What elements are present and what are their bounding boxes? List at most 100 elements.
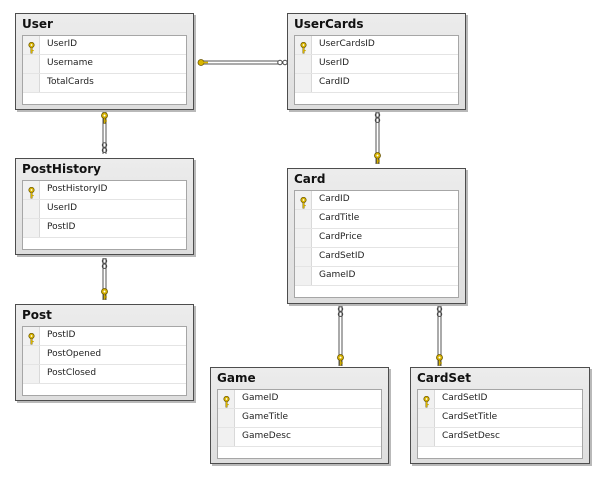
table-title: User	[22, 17, 53, 31]
key-icon	[28, 184, 35, 199]
column-row[interactable]: CardTitle	[295, 210, 458, 229]
column-row[interactable]: UserID	[295, 55, 458, 74]
row-selector	[295, 74, 312, 92]
column-row[interactable]: CardSetDesc	[418, 428, 582, 447]
column-row[interactable]: GameDesc	[218, 428, 381, 447]
column-row[interactable]: Username	[23, 55, 186, 74]
row-selector	[418, 409, 435, 427]
row-selector	[23, 55, 40, 73]
column-name: CardID	[319, 194, 350, 204]
empty-row	[295, 93, 458, 104]
column-name: PostID	[47, 330, 76, 340]
column-name: CardSetID	[442, 393, 488, 403]
row-selector	[23, 346, 40, 364]
empty-row	[418, 447, 582, 458]
column-row[interactable]: CardSetID	[295, 248, 458, 267]
column-name: UserID	[47, 39, 78, 49]
column-list: UserCardsID UserID CardID	[294, 35, 459, 105]
key-connector-icon	[436, 354, 443, 366]
table-title: Card	[294, 172, 326, 186]
row-selector	[418, 428, 435, 446]
relationship-user-posthistory[interactable]	[101, 112, 108, 154]
relationship-cardset-card[interactable]	[436, 306, 443, 366]
column-name: CardSetID	[319, 251, 365, 261]
relationship-post-posthistory[interactable]	[101, 258, 108, 300]
key-connector-icon	[101, 112, 108, 124]
column-row[interactable]: PostClosed	[23, 365, 186, 384]
column-row[interactable]: CardID	[295, 191, 458, 210]
row-selector	[23, 74, 40, 92]
table-posthistory[interactable]: PostHistory PostHistoryID UserID PostID	[15, 158, 194, 255]
infinity-connector-icon	[277, 59, 288, 66]
column-row[interactable]: CardSetID	[418, 390, 582, 409]
column-name: CardTitle	[319, 213, 360, 223]
column-name: Username	[47, 58, 93, 68]
column-row[interactable]: PostID	[23, 219, 186, 238]
column-name: CardID	[319, 77, 350, 87]
column-row[interactable]: PostHistoryID	[23, 181, 186, 200]
row-selector	[218, 409, 235, 427]
column-row[interactable]: TotalCards	[23, 74, 186, 93]
column-row[interactable]: UserCardsID	[295, 36, 458, 55]
column-row[interactable]: CardID	[295, 74, 458, 93]
column-name: UserID	[319, 58, 350, 68]
key-icon	[28, 330, 35, 345]
empty-row	[295, 286, 458, 297]
relationship-user-usercards[interactable]	[197, 59, 288, 66]
relationship-game-card[interactable]	[337, 306, 344, 366]
empty-row	[23, 93, 186, 104]
key-icon	[300, 39, 307, 54]
column-name: UserCardsID	[319, 39, 375, 49]
empty-row	[23, 238, 186, 249]
key-connector-icon	[374, 152, 381, 164]
table-usercards[interactable]: UserCards UserCardsID UserID CardID	[287, 13, 466, 110]
row-selector	[295, 55, 312, 73]
row-selector	[295, 248, 312, 266]
column-row[interactable]: UserID	[23, 36, 186, 55]
column-name: PostHistoryID	[47, 184, 108, 194]
column-row[interactable]: UserID	[23, 200, 186, 219]
key-icon	[28, 39, 35, 54]
column-name: GameTitle	[242, 412, 289, 422]
key-icon	[223, 393, 230, 408]
row-selector	[23, 365, 40, 383]
column-row[interactable]: CardPrice	[295, 229, 458, 248]
column-name: GameID	[319, 270, 356, 280]
column-row[interactable]: PostID	[23, 327, 186, 346]
table-title: PostHistory	[22, 162, 101, 176]
column-row[interactable]: GameTitle	[218, 409, 381, 428]
key-connector-icon	[197, 59, 208, 66]
key-icon	[423, 393, 430, 408]
key-connector-icon	[101, 288, 108, 300]
column-row[interactable]: PostOpened	[23, 346, 186, 365]
column-list: PostHistoryID UserID PostID	[22, 180, 187, 250]
key-connector-icon	[337, 354, 344, 366]
column-name: CardPrice	[319, 232, 363, 242]
table-title: CardSet	[417, 371, 471, 385]
column-row[interactable]: GameID	[295, 267, 458, 286]
empty-row	[23, 384, 186, 395]
column-name: GameID	[242, 393, 279, 403]
column-name: PostID	[47, 222, 76, 232]
column-name: GameDesc	[242, 431, 291, 441]
row-selector	[295, 229, 312, 247]
column-row[interactable]: GameID	[218, 390, 381, 409]
row-selector	[23, 219, 40, 237]
key-icon	[300, 194, 307, 209]
row-selector	[295, 267, 312, 285]
row-selector	[218, 428, 235, 446]
relationship-card-usercards[interactable]	[374, 112, 381, 164]
table-title: UserCards	[294, 17, 364, 31]
table-title: Post	[22, 308, 52, 322]
column-name: CardSetDesc	[442, 431, 500, 441]
column-row[interactable]: CardSetTitle	[418, 409, 582, 428]
